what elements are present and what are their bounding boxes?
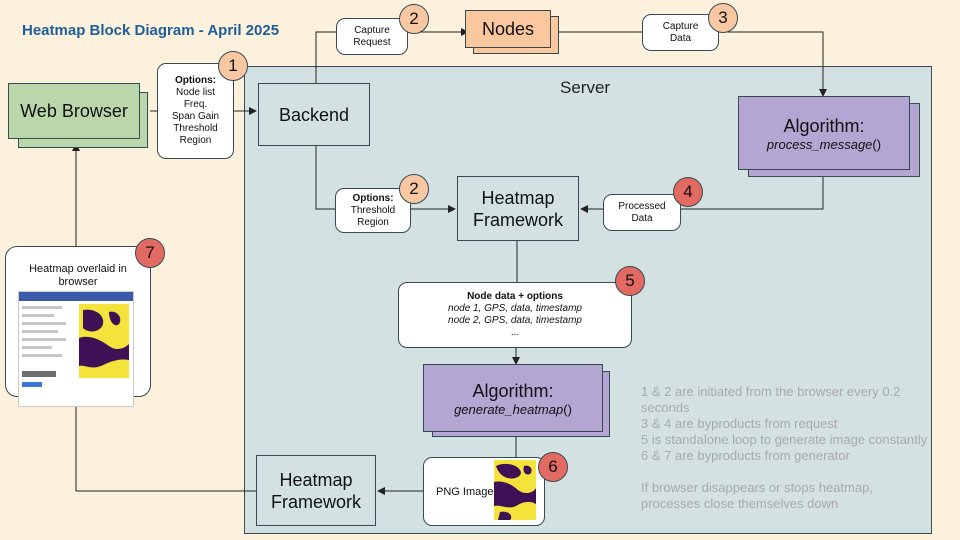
png-image-label: PNG Image [436, 485, 494, 498]
options-note-1-head: Options: [174, 75, 217, 86]
heatmap-framework-top-line1: Heatmap [481, 187, 555, 208]
capture-request-line2: Request [353, 36, 391, 48]
options-note-1-line: Span Gain [171, 111, 220, 122]
node-data-line2: node 2, GPS, data, timestamp [448, 315, 582, 326]
processed-data-note: Processed Data [603, 194, 681, 231]
node-data-head: Node data + options [467, 291, 563, 302]
capture-request-note: Capture Request [336, 18, 408, 55]
png-heatmap-thumbnail [494, 460, 536, 520]
heatmap-framework-bottom-line1: Heatmap [279, 469, 353, 490]
options-note-1-line: Region [179, 135, 212, 146]
diagram-title: Heatmap Block Diagram - April 2025 [22, 22, 280, 39]
explanation-line: 6 & 7 are byproducts from generator [641, 448, 850, 463]
heatmap-framework-bottom-line2: Framework [270, 491, 361, 512]
explanation-text: 1 & 2 are initiated from the browser eve… [641, 384, 931, 512]
web-browser-box: Web Browser [8, 83, 140, 139]
options-note-1-line: Freq. [183, 99, 208, 110]
algorithm-generate-paren: () [563, 401, 572, 417]
step-badge-2-bottom: 2 [399, 174, 429, 204]
browser-screenshot-thumbnail [18, 291, 134, 407]
capture-data-line2: Data [669, 32, 692, 44]
algorithm-process-box: Algorithm: process_message() [738, 96, 910, 170]
options-note-1-line: Threshold [173, 123, 218, 134]
explanation-line: 5 is standalone loop to generate image c… [641, 432, 928, 447]
thumbnail-sidebar [22, 306, 74, 387]
capture-data-line1: Capture [662, 20, 699, 32]
step-badge-3: 3 [708, 3, 738, 33]
explanation-line: If browser disappears or stops heatmap, … [641, 480, 873, 511]
explanation-spacer [641, 464, 931, 480]
node-data-note: Node data + options node 1, GPS, data, t… [398, 282, 632, 348]
options-note-1: Options: Node list Freq. Span Gain Thres… [157, 63, 234, 159]
thumbnail-navbar [19, 292, 133, 301]
server-label: Server [560, 78, 611, 97]
algorithm-process-func: process_message [766, 136, 873, 152]
capture-data-note: Capture Data [642, 14, 719, 51]
node-data-line1: node 1, GPS, data, timestamp [448, 303, 582, 314]
node-data-line3: ... [510, 327, 520, 338]
algorithm-process-title: Algorithm: [783, 115, 865, 136]
algorithm-generate-func: generate_heatmap [454, 401, 564, 417]
heatmap-framework-top: Heatmap Framework [457, 176, 579, 241]
processed-data-line1: Processed [618, 200, 666, 212]
heatmap-framework-top-line2: Framework [472, 209, 563, 230]
explanation-line: 1 & 2 are initiated from the browser eve… [641, 384, 901, 415]
options-note-2-line1: Threshold [350, 204, 396, 216]
options-note-2: Options: Threshold Region [335, 188, 411, 233]
explanation-line: 3 & 4 are byproducts from request [641, 416, 838, 431]
step-badge-2-top: 2 [399, 4, 429, 34]
processed-data-line2: Data [631, 212, 653, 224]
step-badge-5: 5 [615, 266, 645, 296]
options-note-2-line2: Region [357, 216, 389, 228]
step-badge-7: 7 [135, 238, 165, 268]
capture-request-line1: Capture [354, 24, 390, 36]
algorithm-generate-box: Algorithm: generate_heatmap() [423, 364, 603, 432]
algorithm-generate-title: Algorithm: [472, 380, 554, 401]
algorithm-process-paren: () [872, 136, 882, 152]
thumbnail-heatmap [79, 304, 129, 378]
step-badge-1: 1 [218, 51, 248, 81]
step-badge-4: 4 [673, 177, 703, 207]
overlay-label: Heatmap overlaid in browser [29, 263, 127, 288]
heatmap-framework-bottom: Heatmap Framework [256, 455, 376, 526]
step-badge-6: 6 [538, 452, 568, 482]
nodes-box: Nodes [465, 10, 551, 48]
backend-box: Backend [258, 83, 370, 146]
options-note-1-line: Node list [176, 87, 215, 98]
options-note-2-head: Options: [352, 192, 394, 204]
